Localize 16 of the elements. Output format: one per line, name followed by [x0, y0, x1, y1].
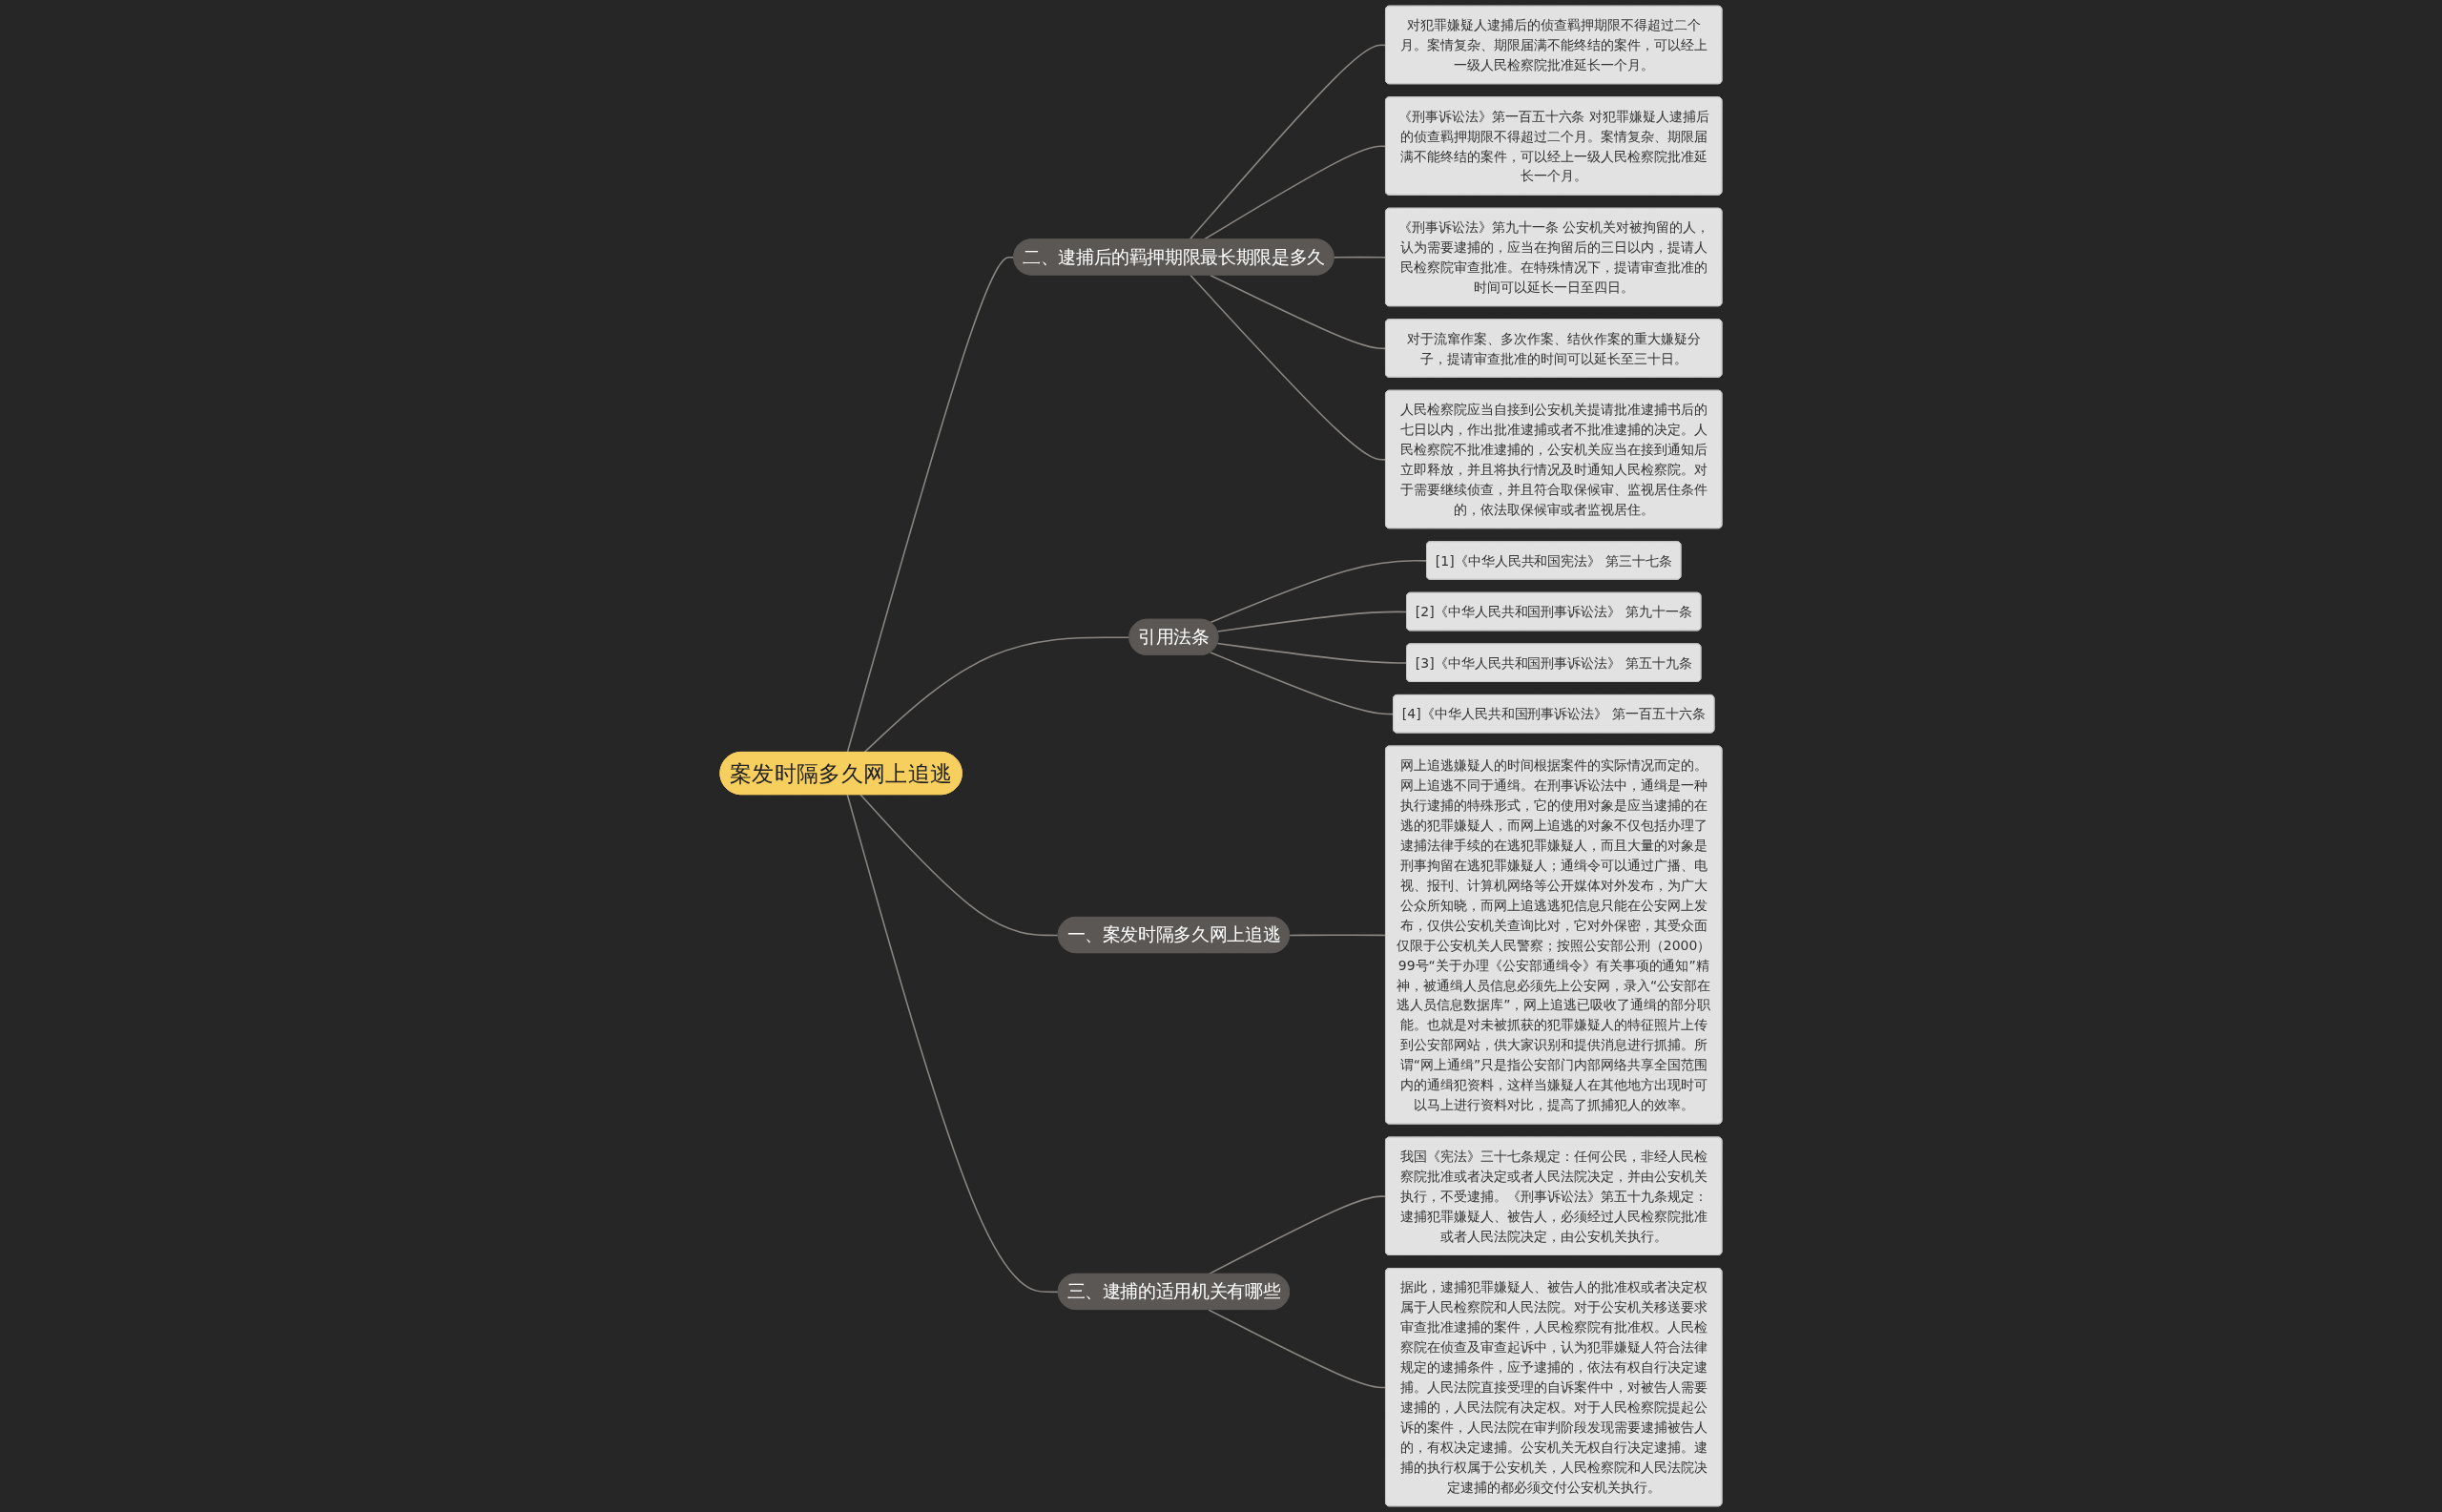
connector	[1203, 145, 1387, 240]
connector	[1208, 1309, 1387, 1389]
connector	[1289, 934, 1387, 937]
connector	[1189, 44, 1387, 240]
connector	[846, 257, 1015, 754]
connector	[1210, 652, 1395, 715]
connector	[1216, 642, 1408, 664]
connector	[1216, 611, 1408, 632]
connector	[863, 636, 1130, 754]
connector	[1210, 560, 1428, 624]
connector	[1190, 274, 1387, 461]
connector	[1208, 1195, 1387, 1275]
connector	[1210, 274, 1387, 350]
connector	[846, 794, 1060, 1294]
connector	[1333, 256, 1387, 259]
connector	[859, 794, 1060, 937]
